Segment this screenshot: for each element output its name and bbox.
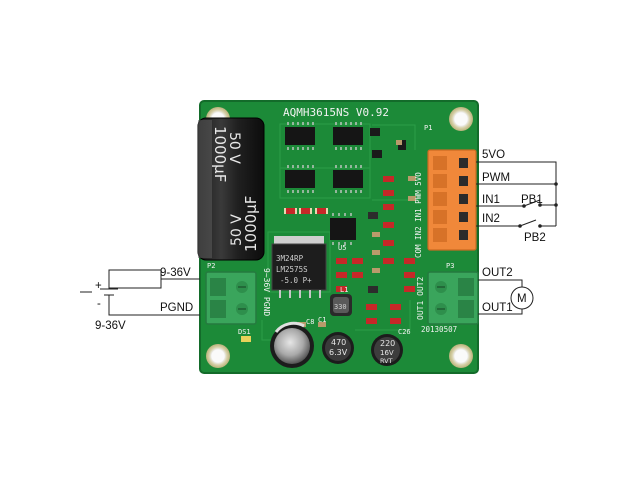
in1-label: IN1: [482, 194, 500, 206]
u5-silk: U5: [338, 244, 346, 252]
pb1-switch-lever: [523, 199, 541, 207]
inductor: 330: [330, 294, 352, 316]
in2-label: IN2: [482, 213, 500, 225]
cap-470-value: 470: [331, 338, 346, 347]
input-header-silk: COM IN2 IN1 PWM 5VO: [414, 172, 423, 258]
cap-220-value: 220: [380, 339, 395, 348]
cap-470-voltage: 6.3V: [329, 348, 348, 357]
soic-chips: [285, 122, 406, 245]
battery-plus-label: +: [95, 280, 102, 292]
regulator-variant: -5.0 P+: [280, 276, 312, 285]
pcb-traces: [261, 123, 420, 341]
p1-silk: P1: [424, 124, 432, 132]
p2-terminal-block: [205, 271, 257, 325]
motor-label: M: [517, 293, 527, 305]
left-power-wiring: [80, 269, 200, 316]
smd-resistors: [284, 140, 416, 327]
led-ds1: DS1: [238, 328, 251, 342]
cap-220-series: RVT: [380, 357, 393, 365]
l1-silk: L1: [340, 286, 348, 294]
out2-wire: [478, 279, 523, 287]
lm2575-regulator: 3M24RP LM2575S -5.0 P+: [271, 236, 327, 298]
output-silk: OUT1 OUT2: [416, 276, 425, 320]
capacitor-1000uf: 1000μF 50 V 1000μF 50 V: [197, 117, 265, 261]
p2-silk: P2: [207, 262, 215, 270]
big-cap-label-4: 50 V: [229, 214, 245, 246]
out1-label: OUT1: [482, 302, 513, 314]
pb2-label: PB2: [524, 232, 546, 244]
wire-junctions: [518, 182, 558, 228]
board-title: AQMH3615NS V0.92: [283, 106, 389, 119]
motor: M: [510, 286, 534, 310]
pwm-label: PWM: [482, 172, 510, 184]
board-date-code: 20130507: [421, 325, 457, 334]
vin-terminal-label: 9-36V: [160, 267, 191, 279]
power-input-silk: 9~36V PGND: [262, 268, 271, 316]
inductor-label: 330: [334, 303, 347, 311]
regulator-brand: 3M24RP: [276, 254, 304, 263]
big-cap-label-3: 1000μF: [242, 196, 260, 252]
battery-minus-label: -: [97, 298, 101, 310]
vo-label: 5VO: [482, 149, 505, 161]
pcb-board: AQMH3615NS V0.92 20130507: [197, 100, 479, 374]
pb2-switch-lever: [519, 219, 537, 227]
c8-silk: C8: [306, 318, 314, 326]
cap-220-voltage: 16V: [380, 349, 394, 357]
big-cap-label-1: 1000μF: [211, 126, 229, 182]
p3-silk: P3: [446, 262, 454, 270]
supply-voltage-label: 9-36V: [95, 320, 126, 332]
big-cap-label-2: 50 V: [226, 132, 242, 164]
gnd-terminal-label: PGND: [160, 302, 193, 314]
p1-orange-header: [427, 149, 477, 251]
fuse-resistor: [108, 269, 162, 289]
out1-wire: [478, 309, 523, 315]
capacitor-cluster-bottom: 470 6.3V 220 16V RVT: [270, 321, 403, 368]
p3-terminal-block: [427, 271, 479, 325]
c1-silk: C1: [318, 316, 326, 324]
ds1-label: DS1: [238, 328, 251, 336]
pb1-label: PB1: [521, 194, 543, 206]
out2-label: OUT2: [482, 267, 513, 279]
c26-silk: C26: [398, 328, 411, 336]
regulator-model: LM2575S: [276, 265, 308, 274]
